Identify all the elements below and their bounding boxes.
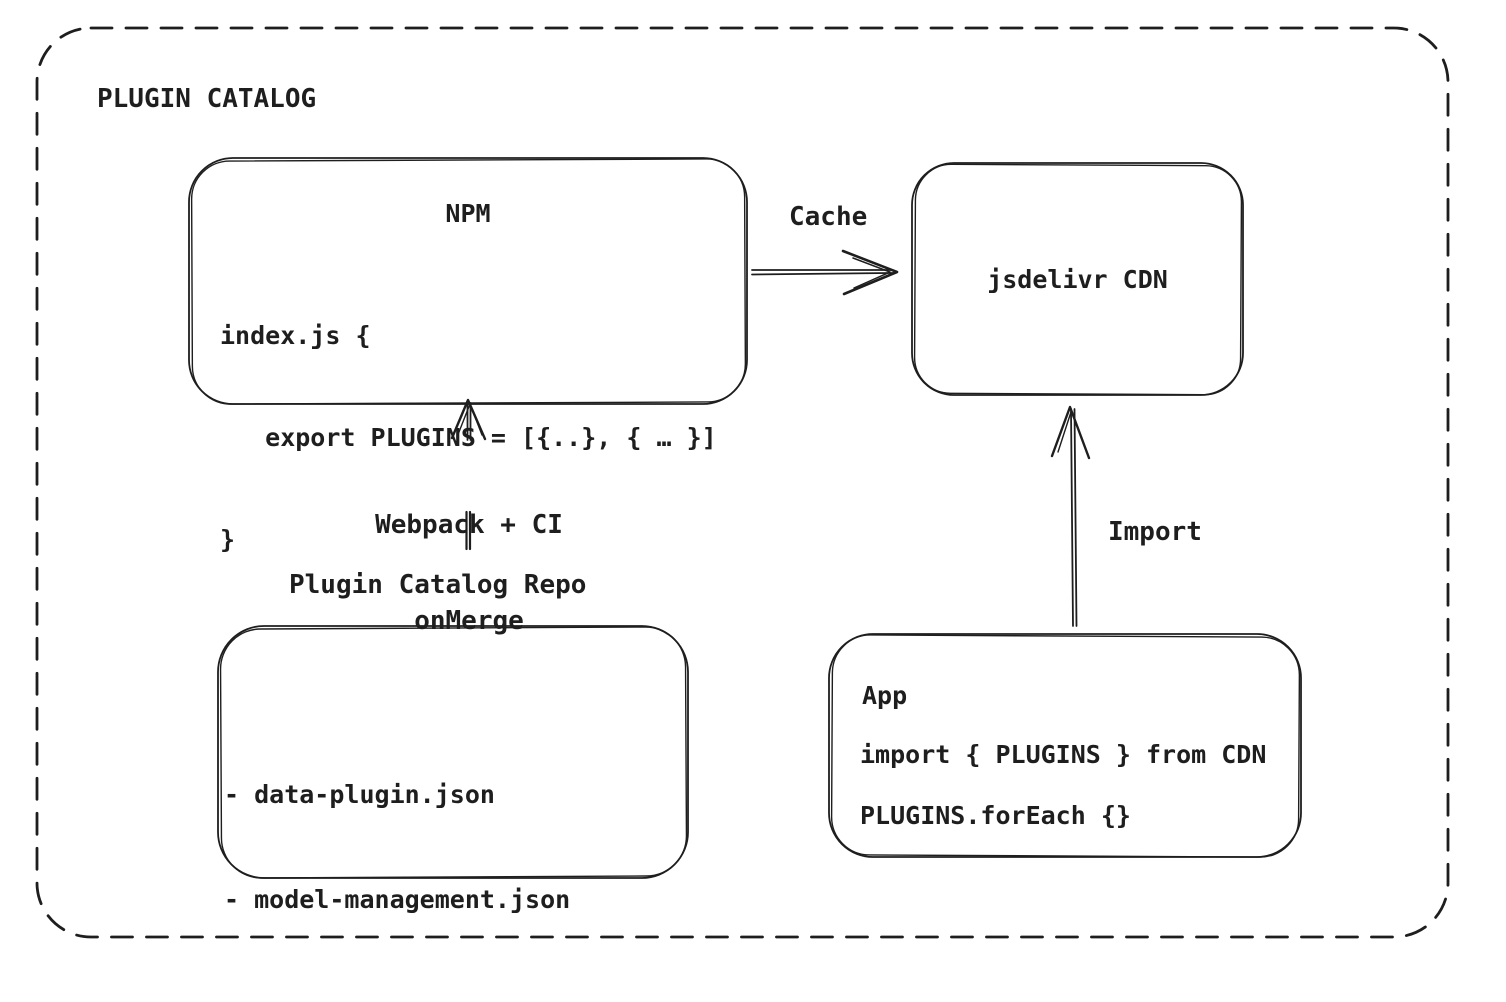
repo-box-label: Plugin Catalog Repo: [289, 570, 587, 600]
npm-code-line: export PLUGINS = [{..}, { … }]: [220, 423, 717, 452]
app-code-line: PLUGINS.forEach {}: [860, 801, 1131, 830]
repo-file-item: ...: [224, 987, 570, 1002]
npm-code-block: index.js { export PLUGINS = [{..}, { … }…: [220, 251, 717, 625]
npm-code-line: index.js {: [220, 321, 371, 350]
import-arrow-label: Import: [1108, 517, 1202, 547]
cdn-box-shape: [911, 162, 1244, 396]
build-arrow-label: Webpack + CI onMerge: [319, 445, 619, 701]
cache-arrow-label: Cache: [789, 202, 868, 232]
app-code-line: import { PLUGINS } from CDN: [860, 740, 1267, 769]
repo-box-shape: [217, 625, 689, 879]
build-arrow: [450, 398, 487, 551]
plugin-catalog-dashed-border: [35, 26, 1450, 939]
app-box-shape: [828, 633, 1302, 858]
diagram-title: PLUGIN CATALOG: [97, 84, 317, 114]
cache-arrow: [751, 249, 899, 296]
npm-code-line: }: [220, 525, 236, 554]
import-arrow: [1050, 405, 1091, 627]
repo-file-item: - model-management.json: [224, 885, 571, 914]
build-arrow-label-line: Webpack + CI: [375, 510, 563, 540]
app-box-title: App: [862, 681, 908, 710]
repo-file-list: - data-plugin.json - model-management.js…: [224, 707, 570, 1002]
npm-box-title: NPM: [445, 199, 491, 228]
cdn-box-label: jsdelivr CDN: [987, 265, 1168, 294]
build-arrow-label-line: onMerge: [414, 606, 524, 636]
repo-file-item: - data-plugin.json: [224, 780, 495, 809]
